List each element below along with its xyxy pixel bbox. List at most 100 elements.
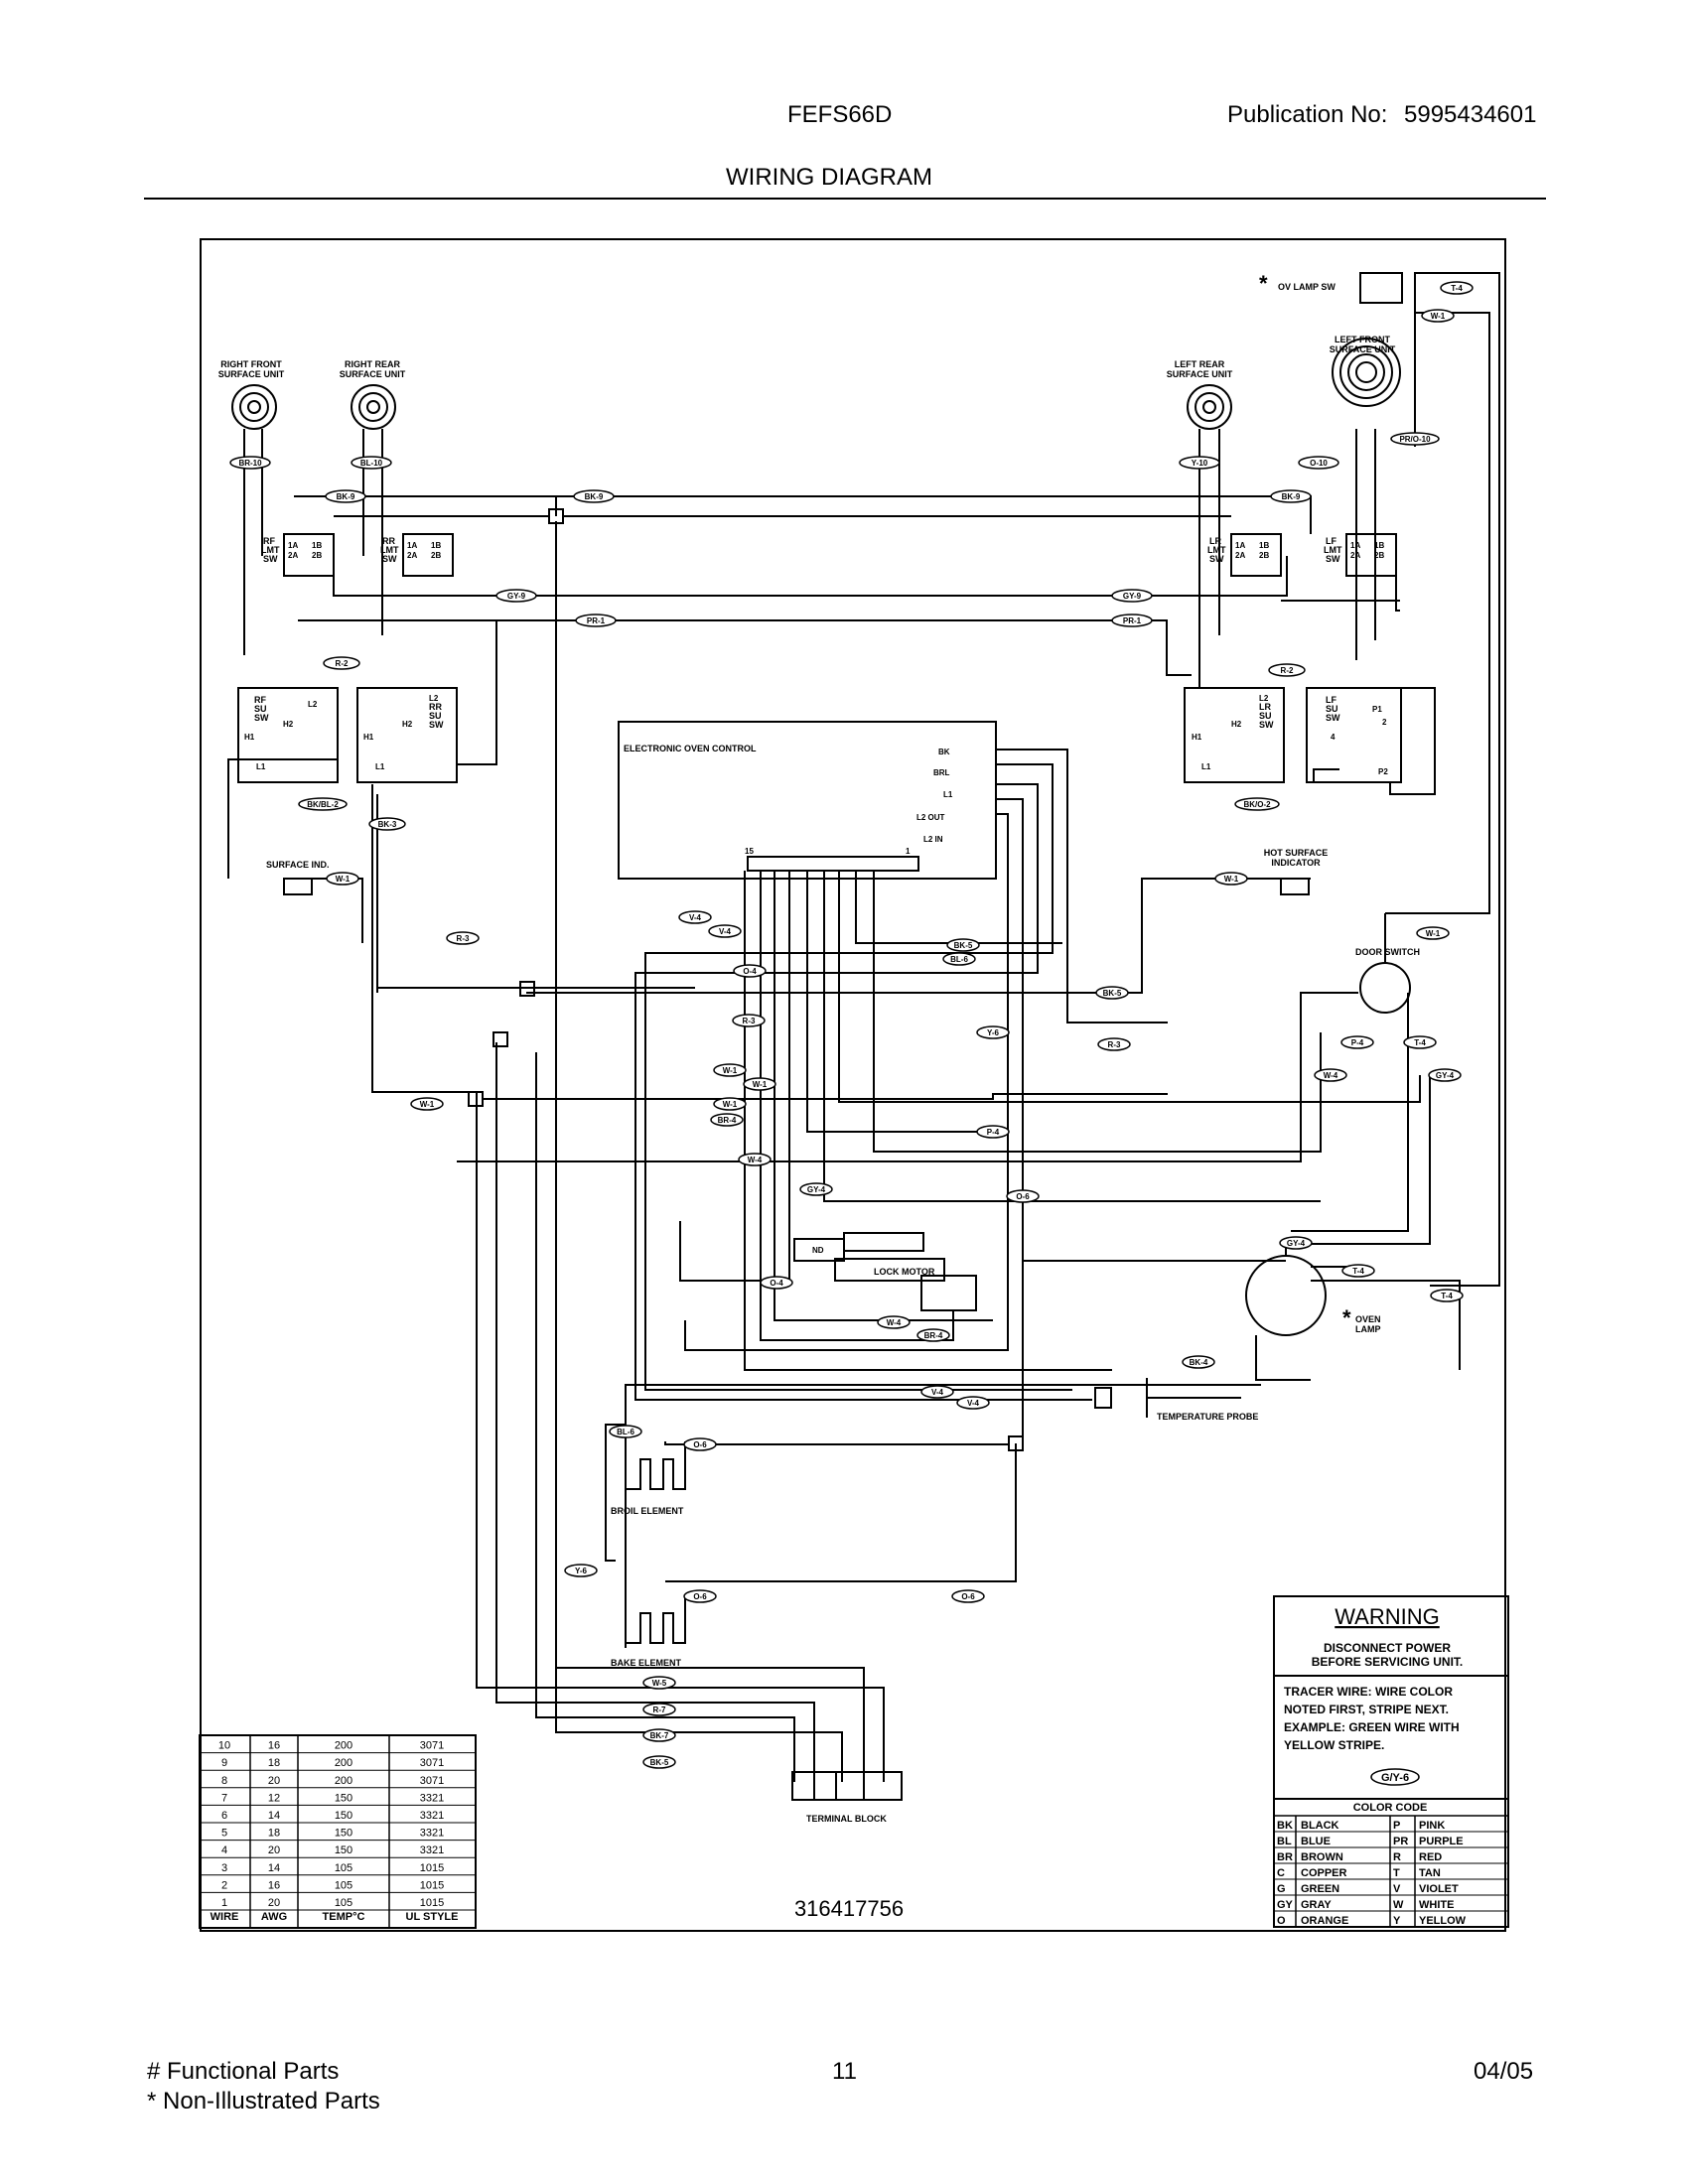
lr-su-label-2: SU: [1259, 711, 1272, 721]
color-code-cell: BLUE: [1301, 1836, 1331, 1847]
tracer-line-1: TRACER WIRE: WIRE COLOR: [1284, 1685, 1453, 1699]
rr-l1: L1: [375, 762, 385, 771]
rf-l1: L1: [256, 762, 266, 771]
svg-text:P-4: P-4: [987, 1128, 1000, 1137]
rf-lmt-label-1: RF: [263, 536, 275, 546]
header-rule: [144, 198, 1546, 200]
wire-table-cell: 150: [335, 1844, 352, 1856]
svg-text:Y-6: Y-6: [575, 1567, 588, 1575]
broil-element-label: BROIL ELEMENT: [611, 1506, 684, 1516]
wire-table-cell: 150: [335, 1792, 352, 1804]
wire-tag-r2-b: R-2: [1268, 663, 1306, 677]
hot-surface-label-2: INDICATOR: [1271, 858, 1321, 868]
eoc-term-l2out: L2 OUT: [916, 813, 945, 822]
wire-table-cell: 3321: [420, 1810, 444, 1822]
wire-table-cell: 5: [221, 1828, 227, 1840]
svg-text:R-2: R-2: [1281, 666, 1294, 675]
wire-table-header: WIRE: [211, 1911, 239, 1923]
wire-table-cell: 150: [335, 1810, 352, 1822]
rf-lmt-label-2: LMT: [261, 545, 280, 555]
svg-text:V-4: V-4: [719, 927, 732, 936]
svg-text:O-4: O-4: [770, 1279, 783, 1288]
wire-tag-o4: O-4: [733, 964, 767, 978]
svg-text:BK/O-2: BK/O-2: [1243, 800, 1271, 809]
wire-tag-r3: R-3: [446, 931, 480, 945]
color-code-cell: YELLOW: [1419, 1915, 1467, 1927]
svg-text:W-1: W-1: [723, 1066, 738, 1075]
rf-unit-label-1: RIGHT FRONT: [220, 359, 282, 369]
rr-su-label-3: SW: [429, 720, 444, 730]
svg-text:T-4: T-4: [1441, 1292, 1453, 1300]
svg-text:O-6: O-6: [693, 1440, 707, 1449]
svg-text:O-10: O-10: [1310, 459, 1328, 468]
lock-motor-label: LOCK MOTOR: [874, 1267, 935, 1277]
wire-table-cell: 105: [335, 1897, 352, 1909]
wire-tag-o6-b: O-6: [683, 1437, 717, 1451]
svg-text:W-1: W-1: [753, 1080, 768, 1089]
wire-tag-v4-a: V-4: [678, 910, 712, 924]
wire-table-cell: 105: [335, 1879, 352, 1891]
wire-table-cell: 1015: [420, 1897, 444, 1909]
wire-tag-br10-rf: BR-10: [229, 456, 271, 470]
lf-lmt-2b: 2B: [1374, 551, 1384, 560]
svg-text:R-2: R-2: [336, 659, 349, 668]
rr-burner-icon: [351, 384, 396, 430]
eoc-term-l2in: L2 IN: [923, 835, 943, 844]
wire-tag-v4-b: V-4: [708, 924, 742, 938]
lr-l1: L1: [1201, 762, 1211, 771]
lf-p1: P1: [1372, 705, 1382, 714]
color-code-cell: PINK: [1419, 1820, 1445, 1832]
svg-text:BK-5: BK-5: [650, 1758, 669, 1767]
tracer-example-tag: G/Y-6: [1381, 1772, 1409, 1784]
wire-table-header: UL STYLE: [406, 1911, 459, 1923]
wire-tag-w1-c: W-1: [713, 1063, 747, 1077]
wire-table-cell: 200: [335, 1775, 352, 1787]
temperature-probe: [1094, 1387, 1112, 1409]
tracer-line-3: EXAMPLE: GREEN WIRE WITH: [1284, 1720, 1460, 1734]
color-code-cell: V: [1393, 1883, 1401, 1895]
functional-parts-note: # Functional Parts: [147, 2058, 340, 2085]
eoc-label: ELECTRONIC OVEN CONTROL: [624, 744, 757, 753]
wire-tag-bk5-b: BK-5: [1095, 986, 1129, 1000]
lr-h1: H1: [1192, 733, 1202, 742]
wire-table-cell: 1015: [420, 1862, 444, 1874]
lf-su-label-1: LF: [1326, 695, 1336, 705]
lr-surface-switch: [1184, 687, 1285, 783]
svg-text:R-3: R-3: [1108, 1040, 1121, 1049]
wire-tag-w1-b: W-1: [1214, 872, 1248, 886]
svg-text:BL-10: BL-10: [360, 459, 383, 468]
wire-tag-pr1-a: PR-1: [575, 614, 617, 627]
wire-tag-t4-a: T-4: [1403, 1035, 1437, 1049]
rr-lmt-label-2: LMT: [380, 545, 399, 555]
wire-table-cell: 8: [221, 1775, 227, 1787]
wire-tag-bk5-a: BK-5: [946, 938, 980, 952]
warning-box: WARNING DISCONNECT POWER BEFORE SERVICIN…: [1273, 1595, 1509, 1928]
wire-table-cell: 20: [268, 1897, 280, 1909]
rf-su-label-3: SW: [254, 713, 269, 723]
wire-tag-w1-f: W-1: [713, 1097, 747, 1111]
bake-element-label: BAKE ELEMENT: [611, 1658, 682, 1668]
lr-limit-switch: [1230, 533, 1282, 577]
svg-text:BK-4: BK-4: [1190, 1358, 1208, 1367]
wire-table-cell: 16: [268, 1740, 280, 1752]
svg-text:W-1: W-1: [420, 1100, 435, 1109]
lf-lmt-label-3: SW: [1326, 554, 1340, 564]
rf-burner-icon: [231, 384, 277, 430]
color-code-cell: P: [1393, 1820, 1400, 1832]
wire-table-cell: 3321: [420, 1792, 444, 1804]
warning-line-1: DISCONNECT POWER: [1324, 1641, 1451, 1655]
svg-text:T-4: T-4: [1451, 284, 1463, 293]
rr-lmt-2a: 2A: [407, 551, 417, 560]
broil-element: [625, 1441, 686, 1490]
wire-tag-gy4-c: GY-4: [1279, 1236, 1313, 1250]
svg-text:T-4: T-4: [1414, 1038, 1426, 1047]
color-code-cell: BK: [1277, 1820, 1293, 1832]
color-code-cell: VIOLET: [1419, 1883, 1459, 1895]
rf-limit-switch: [283, 533, 335, 577]
color-code-cell: C: [1277, 1867, 1285, 1879]
svg-text:P-4: P-4: [1351, 1038, 1364, 1047]
color-code-cell: G: [1277, 1883, 1286, 1895]
color-code-cell: PURPLE: [1419, 1836, 1464, 1847]
oven-lamp-asterisk: *: [1342, 1305, 1351, 1330]
